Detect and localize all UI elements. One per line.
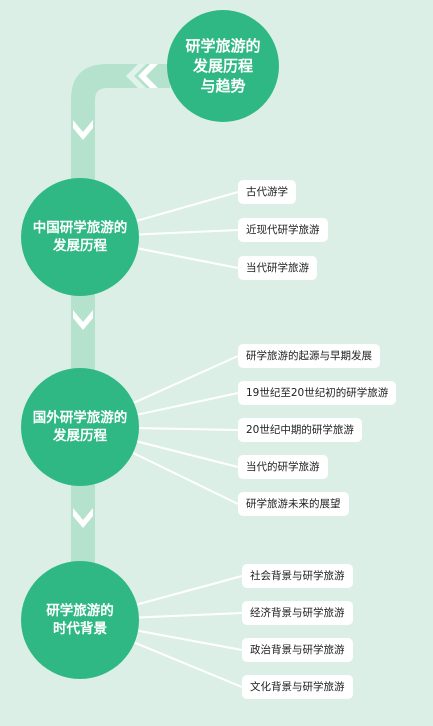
title-circle: 研学旅游的 发展历程 与趋势	[167, 10, 279, 122]
arrow-down-icon	[73, 310, 93, 330]
branch-line	[129, 450, 239, 505]
section-circle-abroad: 国外研学旅游的 发展历程	[21, 368, 139, 486]
branch-item: 文化背景与研学旅游	[242, 675, 353, 699]
branch-item: 社会背景与研学旅游	[242, 564, 353, 588]
branch-item: 研学旅游未来的展望	[238, 492, 349, 516]
section-title-line: 研学旅游的	[46, 602, 114, 619]
branch-line	[132, 575, 243, 607]
branch-item: 20世纪中期的研学旅游	[238, 418, 362, 442]
arrow-top-left-icon	[126, 64, 146, 88]
branch-item: 当代的研学旅游	[238, 455, 328, 479]
branch-line	[134, 229, 239, 236]
branch-item: 政治背景与研学旅游	[242, 638, 353, 662]
branch-item: 经济背景与研学旅游	[242, 601, 353, 625]
section-circle-china: 中国研学旅游的 发展历程	[21, 178, 139, 296]
branch-line	[134, 612, 243, 619]
flow-arrows	[73, 64, 158, 528]
branch-line	[133, 439, 239, 468]
title-line: 研学旅游的	[185, 36, 261, 55]
section-title-line: 中国研学旅游的	[32, 219, 128, 236]
title-line: 与趋势	[200, 77, 246, 96]
branch-item: 近现代研学旅游	[238, 218, 328, 242]
section-title-line: 国外研学旅游的	[32, 409, 128, 426]
branch-item: 19世纪至20世纪初的研学旅游	[238, 381, 397, 405]
arrow-down-icon	[73, 120, 93, 140]
arrow-top-left-icon	[138, 64, 158, 88]
arrow-down-icon	[73, 508, 93, 528]
branch-lines	[129, 191, 243, 688]
branch-line	[129, 355, 239, 406]
section-circle-background: 研学旅游的 时代背景	[21, 561, 139, 679]
branch-line	[133, 246, 239, 269]
main-connector	[71, 64, 170, 620]
section-title-line: 时代背景	[53, 621, 107, 637]
branch-line	[132, 191, 239, 223]
branch-line	[130, 640, 243, 688]
branch-item: 当代研学旅游	[238, 256, 317, 280]
title-line: 发展历程	[192, 56, 253, 75]
section-title-line: 发展历程	[53, 428, 107, 444]
branch-line	[133, 392, 239, 417]
section-title-line: 发展历程	[53, 238, 107, 254]
branch-item: 研学旅游的起源与早期发展	[238, 344, 380, 368]
branch-line	[133, 629, 243, 651]
branch-line	[134, 427, 239, 431]
branch-item: 古代游学	[238, 180, 296, 204]
